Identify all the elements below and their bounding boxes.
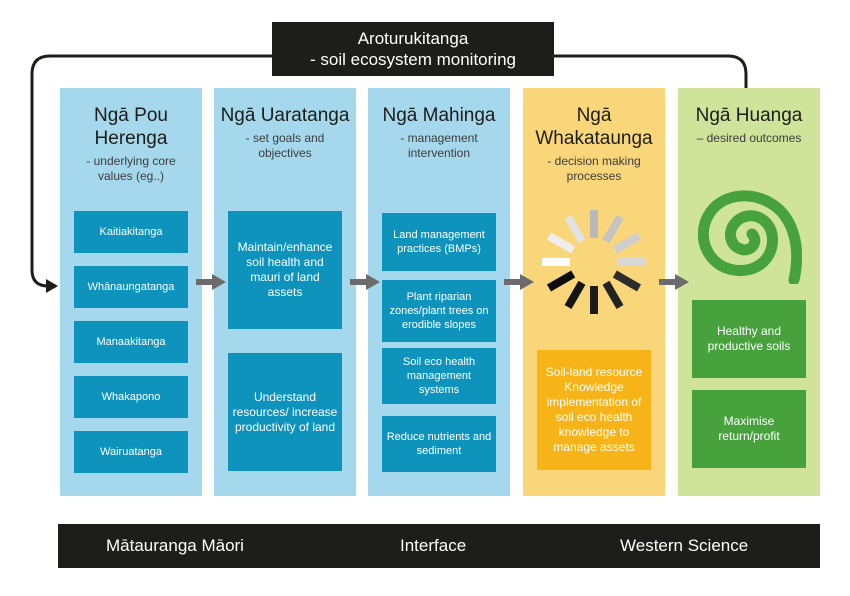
column-huanga: Ngā Huanga – desired outcomes Healthy an… bbox=[678, 88, 820, 496]
flow-arrow-icon bbox=[504, 274, 534, 290]
flow-arrow-icon bbox=[350, 274, 380, 290]
value-box: Whakapono bbox=[74, 376, 188, 418]
value-box: Whānaungatanga bbox=[74, 266, 188, 308]
goal-box: Understand resources/ increase productiv… bbox=[228, 353, 342, 471]
outcome-box: Maximise return/profit bbox=[692, 390, 806, 468]
spectrum-center-label: Interface bbox=[400, 536, 467, 555]
intervention-box: Plant riparian zones/plant trees on erod… bbox=[382, 280, 496, 342]
goal-box: Maintain/enhance soil health and mauri o… bbox=[228, 211, 342, 329]
column-subtitle: – desired outcomes bbox=[696, 131, 802, 145]
monitoring-title: Aroturukitanga bbox=[357, 29, 469, 48]
column-title: Ngā Mahinga bbox=[382, 105, 496, 126]
outcome-box: Healthy and productive soils bbox=[692, 300, 806, 378]
column-subtitle: - underlying core values (eg..) bbox=[86, 154, 176, 183]
monitoring-banner: Aroturukitanga - soil ecosystem monitori… bbox=[272, 22, 554, 76]
koru-spiral-icon bbox=[698, 190, 802, 284]
column-title: Ngā Whakataunga bbox=[535, 105, 653, 149]
spectrum-right-label: Western Science bbox=[620, 536, 749, 555]
column-subtitle: - management intervention bbox=[400, 131, 478, 160]
spectrum-left-label: Mātauranga Māori bbox=[106, 536, 244, 555]
column-title: Ngā Huanga bbox=[695, 105, 803, 126]
flow-arrow-icon bbox=[659, 274, 689, 290]
value-box: Wairuatanga bbox=[74, 431, 188, 473]
value-box: Manaakitanga bbox=[74, 321, 188, 363]
column-subtitle: - decision making processes bbox=[547, 154, 641, 183]
column-subtitle: - set goals and objectives bbox=[245, 131, 325, 160]
column-mahinga: Ngā Mahinga - management intervention La… bbox=[368, 88, 510, 496]
monitoring-subtitle: - soil ecosystem monitoring bbox=[310, 50, 516, 69]
decision-box: Soil-land resource Knowledge implementat… bbox=[537, 350, 651, 470]
intervention-box: Soil eco health management systems bbox=[382, 348, 496, 404]
column-uaratanga: Ngā Uaratanga - set goals and objectives… bbox=[214, 88, 356, 496]
column-whakataunga: Ngā Whakataunga - decision making proces… bbox=[523, 88, 665, 496]
value-box: Kaitiakitanga bbox=[74, 211, 188, 253]
loading-spinner-icon bbox=[542, 210, 646, 314]
column-pou-herenga: Ngā Pou Herenga - underlying core values… bbox=[60, 88, 202, 496]
column-title: Ngā Uaratanga bbox=[220, 105, 350, 126]
intervention-box: Land management practices (BMPs) bbox=[382, 213, 496, 271]
intervention-box: Reduce nutrients and sediment bbox=[382, 416, 496, 472]
column-title: Ngā Pou Herenga bbox=[94, 105, 168, 149]
knowledge-spectrum-bar: Mātauranga Māori Interface Western Scien… bbox=[58, 524, 820, 568]
flow-arrow-icon bbox=[196, 274, 226, 290]
